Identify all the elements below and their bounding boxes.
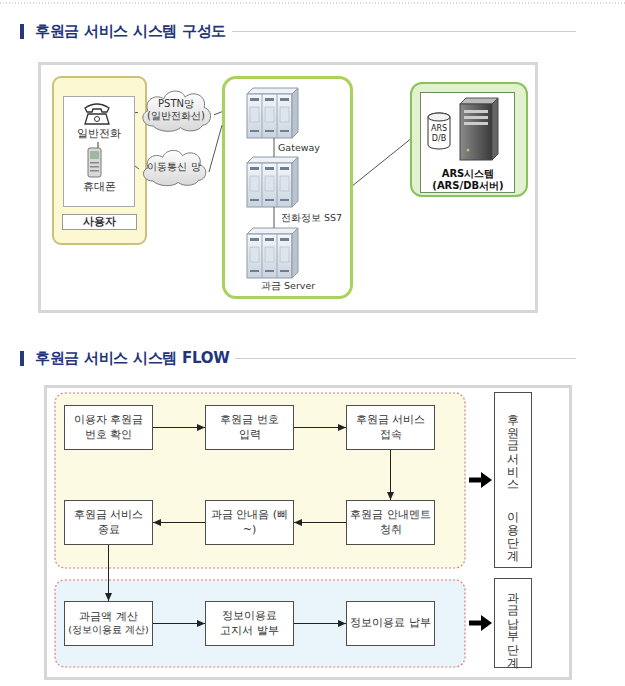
tower-slot [464, 122, 488, 125]
heading-rule [235, 358, 576, 359]
network-cloud: PSTN망 (일반전화선) [138, 86, 214, 134]
server-link [274, 207, 275, 228]
diagram-frame [40, 64, 537, 312]
user-group-box: 사용자 일반전화휴대폰 [52, 76, 147, 245]
node-text: 후원금 서비스 종료 [68, 508, 149, 537]
flow-arrow [294, 522, 346, 523]
node-text: 과금액 계산 [79, 610, 138, 624]
tower-slot [464, 116, 488, 119]
ars-system-box: ARS시스템 (ARS/DB서버) ARS D/B [410, 82, 528, 197]
mobile-keypad [90, 166, 99, 168]
node-text: 후원금 안내멘트 청취 [350, 508, 431, 537]
tower-top [460, 98, 498, 104]
heading-rule [232, 31, 576, 32]
connection-line [214, 112, 222, 115]
node-text: (정보이용료 계산) [68, 624, 148, 636]
flow-arrow [390, 450, 391, 500]
mobile-body [88, 148, 101, 177]
node-text: ARS시스템 (ARS/DB서버) [421, 168, 515, 192]
node-text: PSTN망 (일반전화선) [144, 98, 208, 122]
stage-region [55, 393, 465, 568]
server-rack [247, 157, 298, 207]
flow-arrow [153, 522, 205, 523]
node-text: 전화정보 SS7 [281, 212, 342, 224]
process-box: 후원금 번호 입력 [205, 405, 294, 450]
mobile-keypad [90, 170, 99, 172]
section-heading: 후원금 서비스 시스템 구성도 [20, 21, 576, 41]
stage-arrow-shaft [469, 621, 483, 626]
node-text: 이동통신 망 [147, 161, 200, 173]
stage-label: 후원금서비스 이용단계 [494, 392, 532, 568]
flow-arrow [108, 545, 109, 601]
node-text: Gateway [278, 142, 320, 154]
node-text: 과금납부단계 [506, 584, 521, 662]
process-box: 정보이용료 고지서 발부 [205, 601, 294, 646]
node-text: 후원금서비스 이용단계 [506, 406, 521, 555]
process-box: 후원금 서비스 종료 [64, 500, 153, 545]
node-text: 과금 Server [261, 280, 315, 292]
node-text: 과금 안내음 (삐~) [209, 508, 290, 537]
connection-line [135, 112, 138, 113]
cloud-shape [143, 150, 205, 185]
telephone-dial [95, 117, 100, 122]
flow-arrow [153, 427, 205, 428]
network-cloud: 이동통신 망 [139, 146, 209, 188]
diagram-frame [46, 387, 571, 679]
mobile-keypad [90, 162, 99, 164]
node-text: 이용자 후원금 번호 확인 [68, 413, 149, 442]
stage-label: 과금납부단계 [494, 578, 532, 668]
node-text: 사용자 [62, 214, 137, 230]
device-panel: 일반전화휴대폰 [63, 96, 135, 207]
tower-light [467, 149, 470, 152]
flow-arrow [294, 623, 346, 624]
dotted-top-rule [0, 3, 625, 4]
node-text: 정보이용료 고지서 발부 [209, 609, 290, 638]
ars-inner-panel [421, 93, 515, 193]
flow-arrow [294, 427, 346, 428]
node-text: 정보이용료 납부 [350, 616, 431, 630]
node-text: 휴대폰 [64, 180, 134, 194]
process-box: 후원금 안내멘트 청취 [346, 500, 435, 545]
tower-front [460, 104, 492, 160]
telephone-handset [85, 104, 109, 112]
heading-text: 후원금 서비스 시스템 구성도 [35, 22, 226, 41]
cylinder-body [428, 113, 450, 149]
node-text: 후원금 번호 입력 [209, 413, 290, 442]
stage-region [55, 580, 465, 667]
cylinder-top [428, 113, 450, 121]
heading-text: 후원금 서비스 시스템 FLOW [35, 349, 229, 368]
node-text: 일반전화 [64, 127, 134, 141]
process-box: 정보이용료 납부 [346, 601, 435, 646]
stage-arrow-shaft [469, 478, 483, 483]
node-text: ARS D/B [427, 124, 451, 142]
ars-fill [411, 83, 527, 196]
process-box: 이용자 후원금 번호 확인 [64, 405, 153, 450]
connection-line [353, 140, 410, 186]
process-box: 과금 안내음 (삐~) [205, 500, 294, 545]
database-cylinder: ARS D/B [427, 112, 451, 150]
heading-bar [20, 351, 24, 366]
mobile-antenna [97, 142, 99, 148]
process-box: 후원금 서비스 접속 [346, 405, 435, 450]
connection-line [209, 125, 222, 172]
server-group-box: Gateway 전화정보 SS7 과금 Server [222, 76, 353, 299]
connection-line [135, 166, 139, 169]
cloud-shape [143, 91, 211, 131]
mobile-screen [90, 151, 99, 159]
node-text: 후원금 서비스 접속 [350, 413, 431, 442]
telephone-body [85, 114, 109, 124]
stage-arrow-head [481, 472, 492, 488]
process-box: 과금액 계산(정보이용료 계산) [64, 601, 153, 646]
heading-bar [20, 24, 24, 39]
tower-side [492, 98, 498, 160]
server-link [274, 138, 275, 157]
server-rack [247, 88, 298, 138]
server-rack [247, 228, 298, 278]
tower-slot [464, 110, 488, 113]
stage-arrow-head [481, 615, 492, 631]
section-heading: 후원금 서비스 시스템 FLOW [20, 348, 576, 368]
flow-arrow [153, 623, 205, 624]
